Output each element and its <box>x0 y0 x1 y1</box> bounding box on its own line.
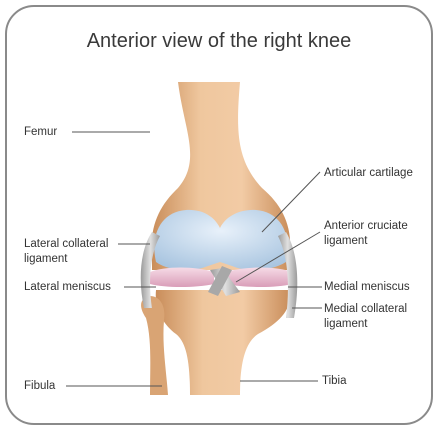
label-anterior-cruciate-ligament-line1: Anterior cruciate <box>324 219 408 233</box>
label-lateral-collateral-ligament-line2: ligament <box>24 252 67 266</box>
medial-meniscus <box>226 268 292 288</box>
label-medial-collateral-ligament-line2: ligament <box>324 317 367 331</box>
label-medial-collateral-ligament-line1: Medial collateral <box>324 302 407 316</box>
label-tibia: Tibia <box>322 374 347 388</box>
label-lateral-collateral-ligament-line1: Lateral collateral <box>24 237 108 251</box>
diagram-title: Anterior view of the right knee <box>0 30 438 53</box>
lateral-meniscus <box>150 268 214 288</box>
label-femur: Femur <box>24 125 57 139</box>
label-medial-meniscus: Medial meniscus <box>324 280 410 294</box>
label-anterior-cruciate-ligament-line2: ligament <box>324 234 367 248</box>
label-fibula: Fibula <box>24 379 55 393</box>
label-articular-cartilage: Articular cartilage <box>324 166 413 180</box>
label-lateral-meniscus: Lateral meniscus <box>24 280 111 294</box>
